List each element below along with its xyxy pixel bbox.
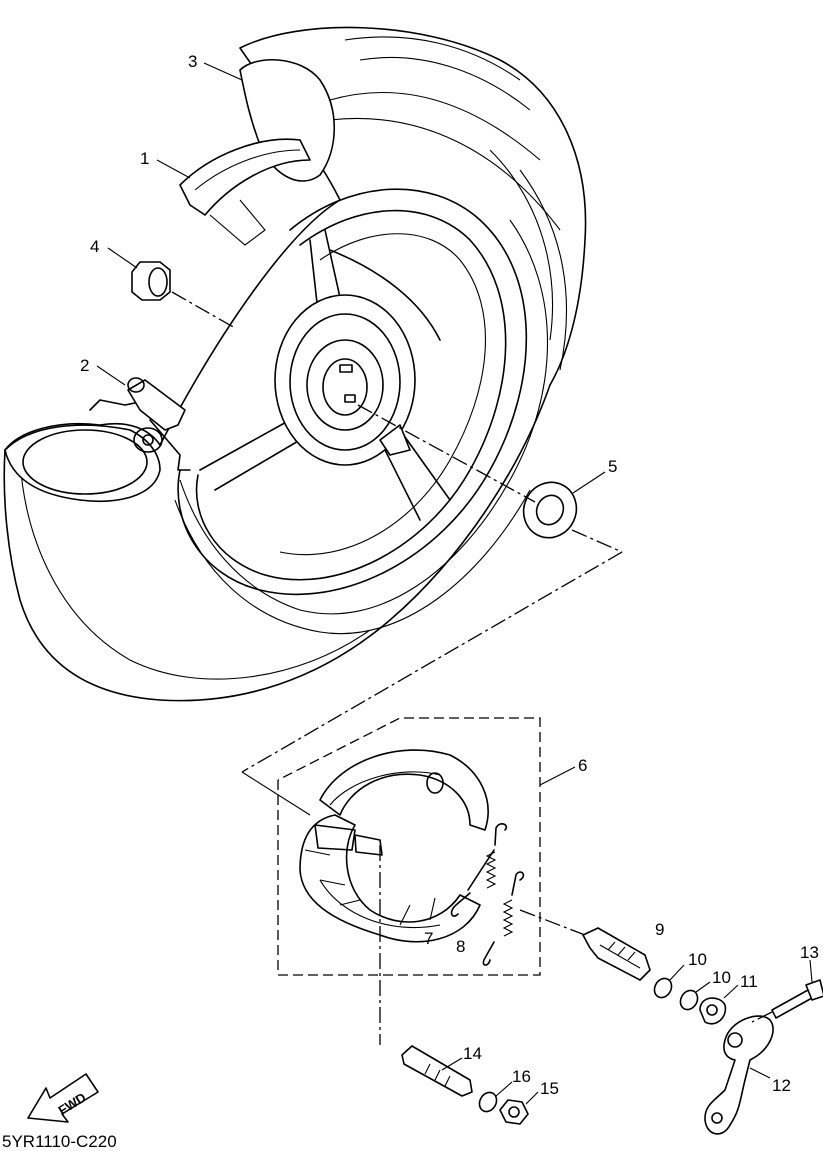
part-7-spring xyxy=(450,823,508,917)
part-14-pin xyxy=(379,845,473,1097)
part-15-nut xyxy=(499,1091,539,1125)
part-label-13: 13 xyxy=(800,943,819,962)
part-2-valve xyxy=(127,377,186,453)
part-label-3: 3 xyxy=(188,52,197,71)
part-label-8: 8 xyxy=(456,937,465,956)
drawing-code: 5YR1110-C220 xyxy=(2,1132,117,1151)
part-label-7: 7 xyxy=(424,929,433,948)
part-label-12: 12 xyxy=(772,1076,791,1095)
part-label-16: 16 xyxy=(512,1067,531,1086)
part-label-10a: 10 xyxy=(688,950,707,969)
part-label-10b: 10 xyxy=(712,968,731,987)
part-label-1: 1 xyxy=(140,149,149,168)
part-label-15: 15 xyxy=(540,1079,559,1098)
leader-lines-top xyxy=(96,62,623,773)
brake-shoe-group xyxy=(241,717,576,976)
part-4-nut xyxy=(131,261,171,301)
part-13-bolt xyxy=(751,959,823,1023)
part-11-indicator-plate xyxy=(699,984,739,1025)
part-label-2: 2 xyxy=(80,356,89,375)
part-5-seal xyxy=(522,481,578,539)
part-number-labels: 1 2 3 4 5 6 7 8 9 10 10 11 12 13 14 15 1… xyxy=(80,52,819,1098)
part-label-14: 14 xyxy=(463,1044,482,1063)
part-label-4: 4 xyxy=(90,237,99,256)
part-label-5: 5 xyxy=(608,457,617,476)
part-10-washers xyxy=(653,964,711,1011)
forward-arrow-icon: FWD xyxy=(27,1073,99,1123)
part-label-6: 6 xyxy=(578,756,587,775)
part-label-11: 11 xyxy=(740,972,758,991)
part-9-camshaft xyxy=(519,909,651,981)
part-label-9: 9 xyxy=(655,920,664,939)
part-8-spring xyxy=(482,871,525,966)
part-12-brake-lever xyxy=(704,1015,774,1135)
wheel-tire-assembly xyxy=(3,26,587,702)
part-16-washer xyxy=(478,1081,513,1113)
